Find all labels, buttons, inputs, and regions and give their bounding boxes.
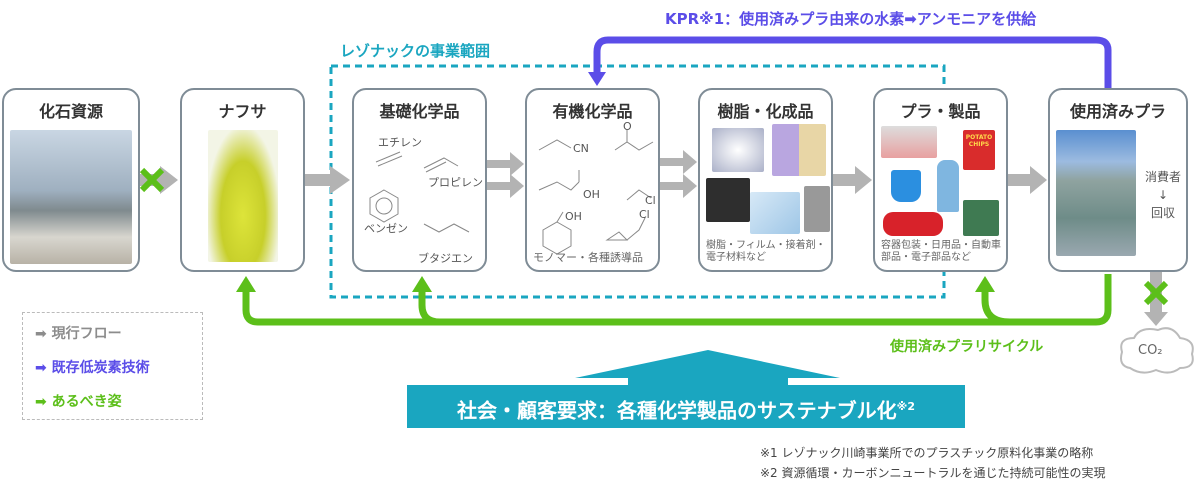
stage-title: プラ・製品 bbox=[900, 102, 981, 121]
co2-label: CO₂ bbox=[1138, 343, 1163, 358]
legend-current-flow: ➡ 現行フロー bbox=[35, 326, 122, 342]
arrow-fossil-naphtha bbox=[140, 166, 178, 194]
bottles-photo bbox=[772, 124, 826, 176]
scope-label: レゾナックの事業範囲 bbox=[340, 42, 491, 60]
can-photo bbox=[804, 186, 830, 232]
tray-photo bbox=[881, 126, 937, 158]
legend-low-carbon: ➡ 既存低炭素技術 bbox=[35, 360, 150, 376]
chips-bag-photo: POTATO CHIPS bbox=[963, 130, 995, 170]
naphtha-bottle-photo bbox=[208, 130, 278, 262]
co2-cloud-icon bbox=[1120, 327, 1194, 374]
rolls-photo bbox=[706, 178, 750, 222]
legend-label: あるべき姿 bbox=[51, 394, 122, 410]
stage-used-plastic: 使用済みプラ 消費者 ↓ 回収 bbox=[1048, 88, 1188, 272]
stage-title: 樹脂・化成品 bbox=[717, 102, 814, 121]
big-up-arrow bbox=[575, 350, 840, 385]
stage-title: 有機化学品 bbox=[552, 102, 633, 121]
stage-fossil: 化石資源 bbox=[2, 88, 140, 272]
car-part-photo bbox=[883, 212, 943, 236]
stage-title: ナフサ bbox=[218, 102, 267, 121]
chem-label: Cl bbox=[639, 208, 650, 221]
chem-label: OH bbox=[583, 188, 600, 201]
chem-butadiene: ブタジエン bbox=[418, 252, 473, 265]
molecule-icons bbox=[538, 130, 654, 255]
stage-organic-chemicals: 有機化学品 CN O OH Cl OH Cl モノマー・各種誘導品 bbox=[525, 88, 660, 272]
kpr-arrow bbox=[593, 36, 1112, 90]
chem-propylene: プロピレン bbox=[428, 176, 483, 189]
chem-benzene: ベンゼン bbox=[364, 222, 408, 235]
x-mark-icon bbox=[139, 167, 1169, 306]
collection-note: 消費者 ↓ 回収 bbox=[1140, 168, 1186, 222]
molecule-icons bbox=[369, 151, 470, 233]
legend-label: 現行フロー bbox=[51, 326, 122, 342]
chem-label: Cl bbox=[645, 194, 656, 207]
detergent-photo bbox=[937, 160, 959, 212]
stage-caption: 容器包装・日用品・自動車部品・電子部品など bbox=[881, 240, 1001, 263]
sustainability-banner: 社会・顧客要求：各種化学製品のサステナブル化※2 bbox=[407, 385, 965, 428]
stage-plastic-products: プラ・製品 POTATO CHIPS 容器包装・日用品・自動車部品・電子部品など bbox=[873, 88, 1008, 272]
stage-caption: 樹脂・フィルム・接着剤・電子材料など bbox=[706, 240, 826, 263]
stage-title: 基礎化学品 bbox=[379, 102, 460, 121]
chem-label: O bbox=[623, 120, 632, 133]
consumer-text: 消費者 bbox=[1144, 170, 1181, 184]
legend-label: 既存低炭素技術 bbox=[51, 360, 150, 376]
kpr-label: KPR※1：使用済みプラ由来の水素➡アンモニアを供給 bbox=[665, 10, 1037, 28]
bucket-photo bbox=[891, 170, 921, 202]
film-photo bbox=[750, 192, 800, 234]
gray-flow-arrows bbox=[140, 150, 1168, 326]
chem-label: OH bbox=[565, 210, 582, 223]
stage-caption: モノマー・各種誘導品 bbox=[533, 251, 643, 264]
stage-resins: 樹脂・化成品 樹脂・フィルム・接着剤・電子材料など bbox=[698, 88, 833, 272]
recycle-label: 使用済みプラリサイクル bbox=[890, 339, 1044, 355]
stage-naphtha: ナフサ bbox=[180, 88, 305, 272]
legend-ideal: ➡ あるべき姿 bbox=[35, 394, 122, 410]
footnote-1: ※1 レゾナック川崎事業所でのプラスチック原料化事業の略称 bbox=[760, 446, 1094, 460]
pellets-photo bbox=[712, 128, 764, 172]
stage-basic-chemicals: 基礎化学品 エチレン プロピレン ベンゼン ブタジエン bbox=[352, 88, 487, 272]
banner-text: 社会・顧客要求：各種化学製品のサステナブル化 bbox=[457, 398, 897, 423]
stage-title: 使用済みプラ bbox=[1069, 102, 1166, 121]
down-arrow-icon: ↓ bbox=[1157, 188, 1169, 202]
plastic-waste-photo bbox=[1056, 130, 1136, 256]
stage-title: 化石資源 bbox=[38, 102, 103, 121]
banner-note: ※2 bbox=[896, 400, 915, 413]
footnote-2: ※2 資源循環・カーボンニュートラルを通じた持続可能性の実現 bbox=[760, 466, 1106, 480]
refinery-photo bbox=[10, 130, 132, 264]
pcb-photo bbox=[963, 200, 999, 236]
legend: ➡ 現行フロー ➡ 既存低炭素技術 ➡ あるべき姿 bbox=[22, 312, 203, 420]
collection-text: 回収 bbox=[1150, 206, 1175, 220]
recycle-arrow bbox=[242, 274, 1112, 326]
chem-label: CN bbox=[573, 142, 589, 155]
chem-ethylene: エチレン bbox=[378, 136, 422, 149]
